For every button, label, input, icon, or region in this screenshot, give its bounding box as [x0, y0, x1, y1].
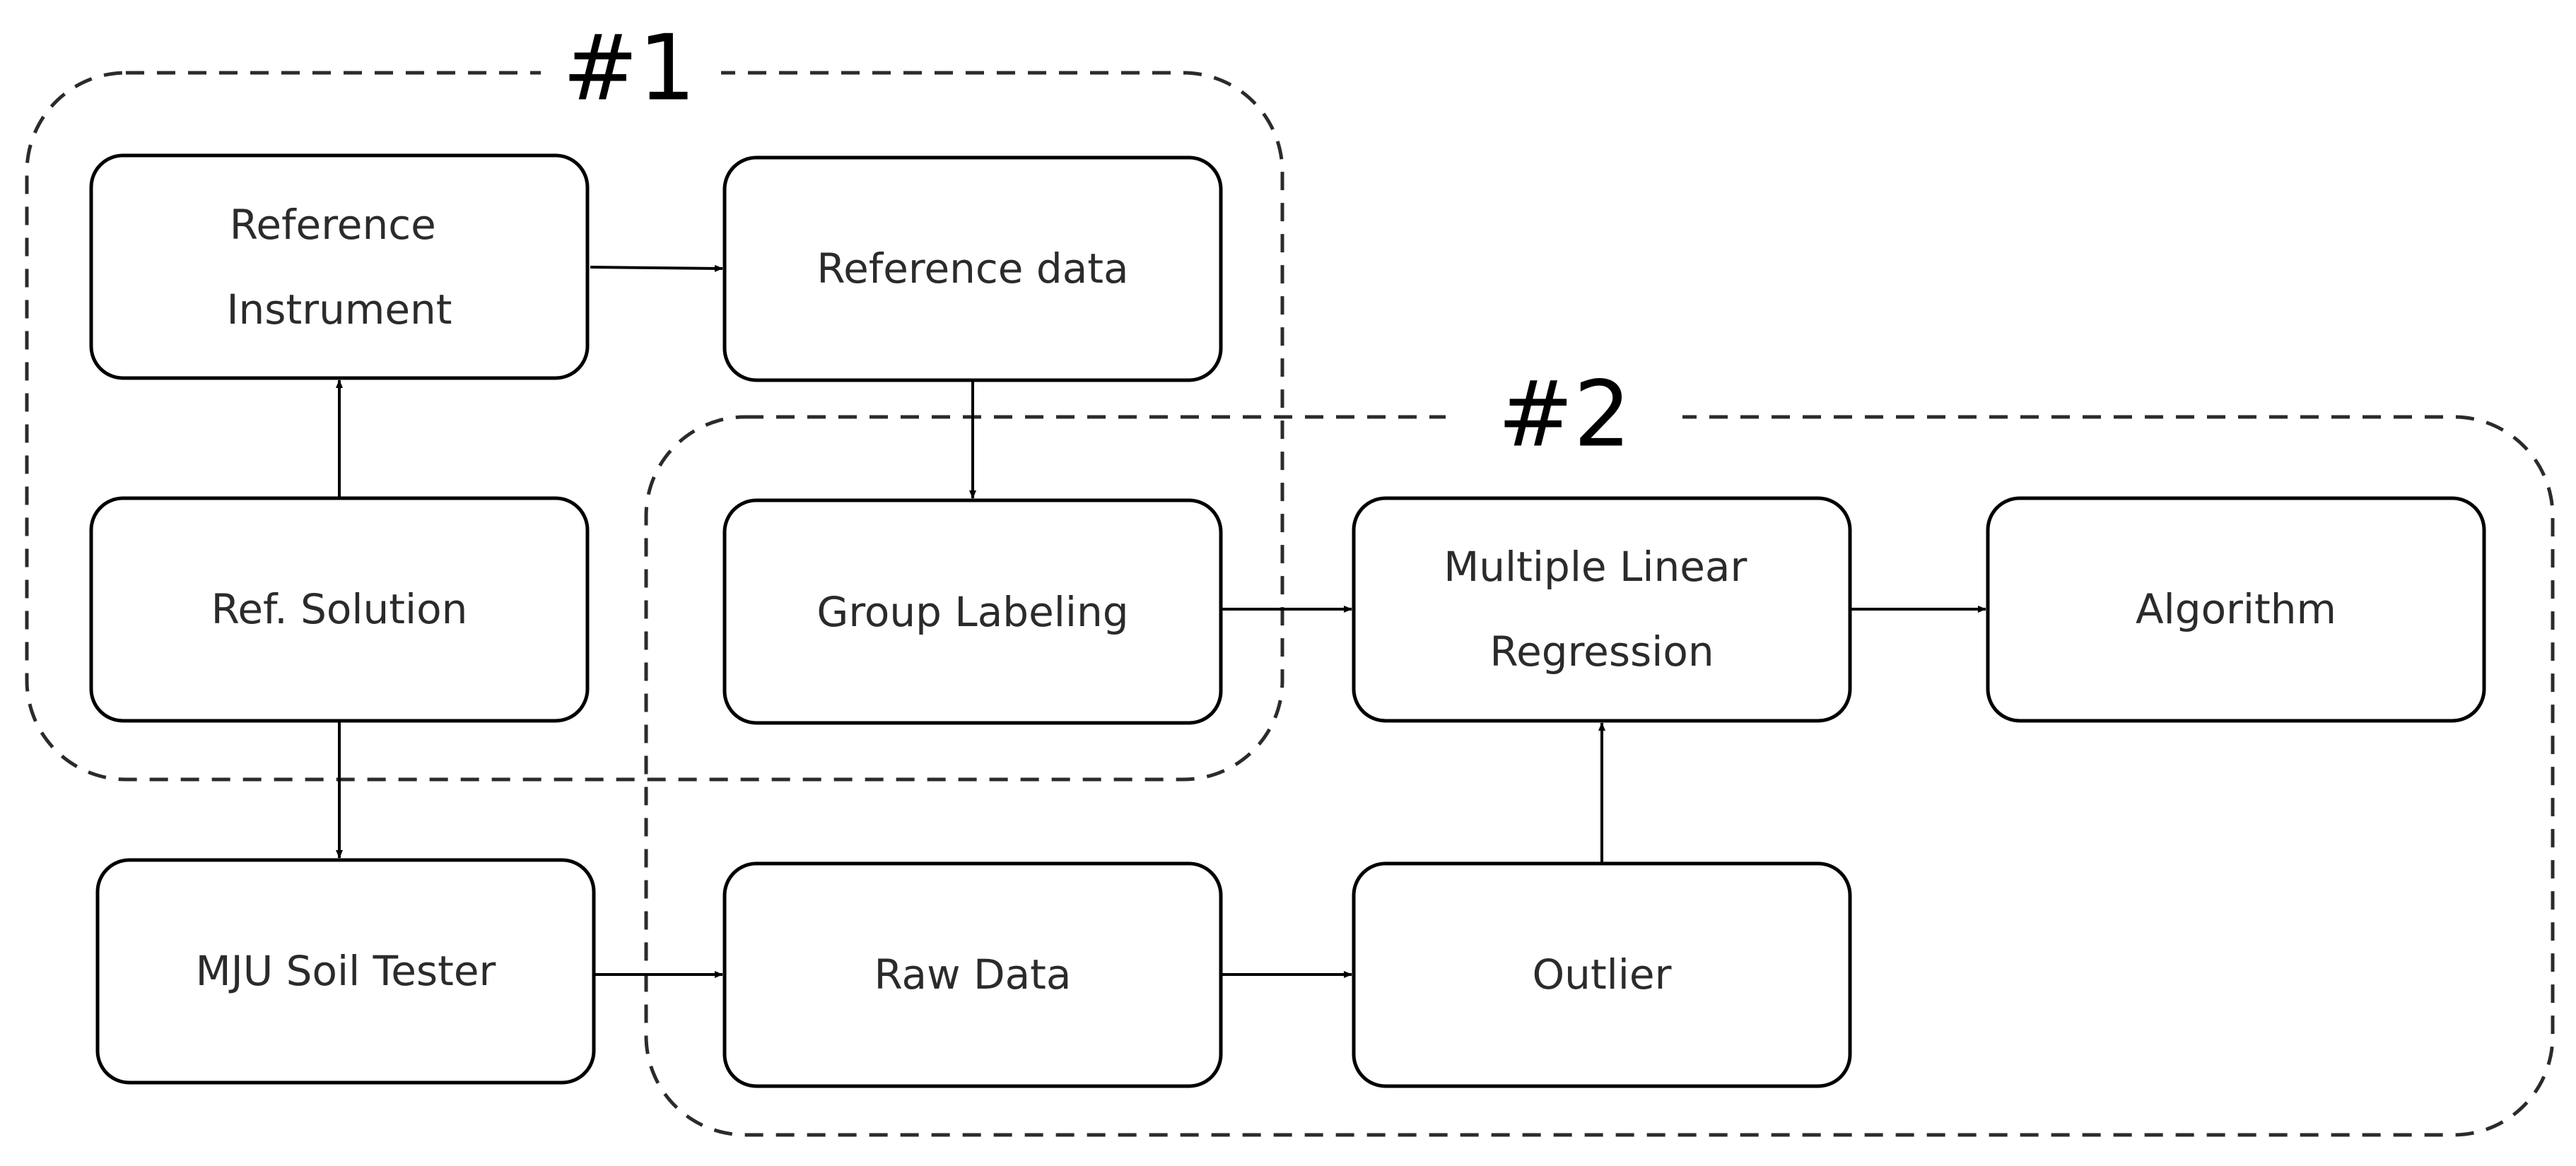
box-raw-data: Raw Data	[722, 861, 1223, 1088]
box-ref-solution: Ref. Solution	[89, 496, 590, 723]
box-mlr-line-2: Regression	[1489, 628, 1714, 676]
group-2-label: #2	[1498, 363, 1632, 468]
arrows-layer	[336, 264, 1986, 978]
box-multiple-linear-regression: Multiple Linear Regression	[1352, 496, 1852, 723]
arrow-ref-instrument-to-ref-data	[590, 264, 723, 272]
box-reference-data-label: Reference data	[816, 245, 1128, 293]
box-algorithm: Algorithm	[1986, 496, 2486, 723]
box-raw-data-label: Raw Data	[874, 950, 1072, 999]
group-1-label: #1	[563, 16, 696, 122]
box-reference-data: Reference data	[722, 155, 1223, 382]
svg-text:Reference Instrument: Reference Instrument	[226, 201, 452, 334]
box-mju-soil-tester: MJU Soil Tester	[95, 858, 596, 1085]
box-mju-soil-tester-label: MJU Soil Tester	[196, 947, 496, 995]
box-reference-instrument-line-1: Reference	[230, 201, 436, 249]
box-algorithm-label: Algorithm	[2136, 585, 2336, 633]
box-mlr-line-1: Multiple Linear	[1444, 543, 1747, 591]
svg-text:Multiple Linear Regressi: Multiple Linear Regression	[1444, 543, 1760, 676]
box-reference-instrument: Reference Instrument	[89, 153, 590, 380]
box-group-labeling: Group Labeling	[722, 498, 1223, 725]
box-reference-instrument-line-2: Instrument	[226, 285, 452, 334]
box-outlier-label: Outlier	[1533, 950, 1672, 999]
box-ref-solution-label: Ref. Solution	[211, 585, 468, 633]
box-group-labeling-label: Group Labeling	[816, 588, 1128, 636]
box-outlier: Outlier	[1352, 861, 1852, 1088]
